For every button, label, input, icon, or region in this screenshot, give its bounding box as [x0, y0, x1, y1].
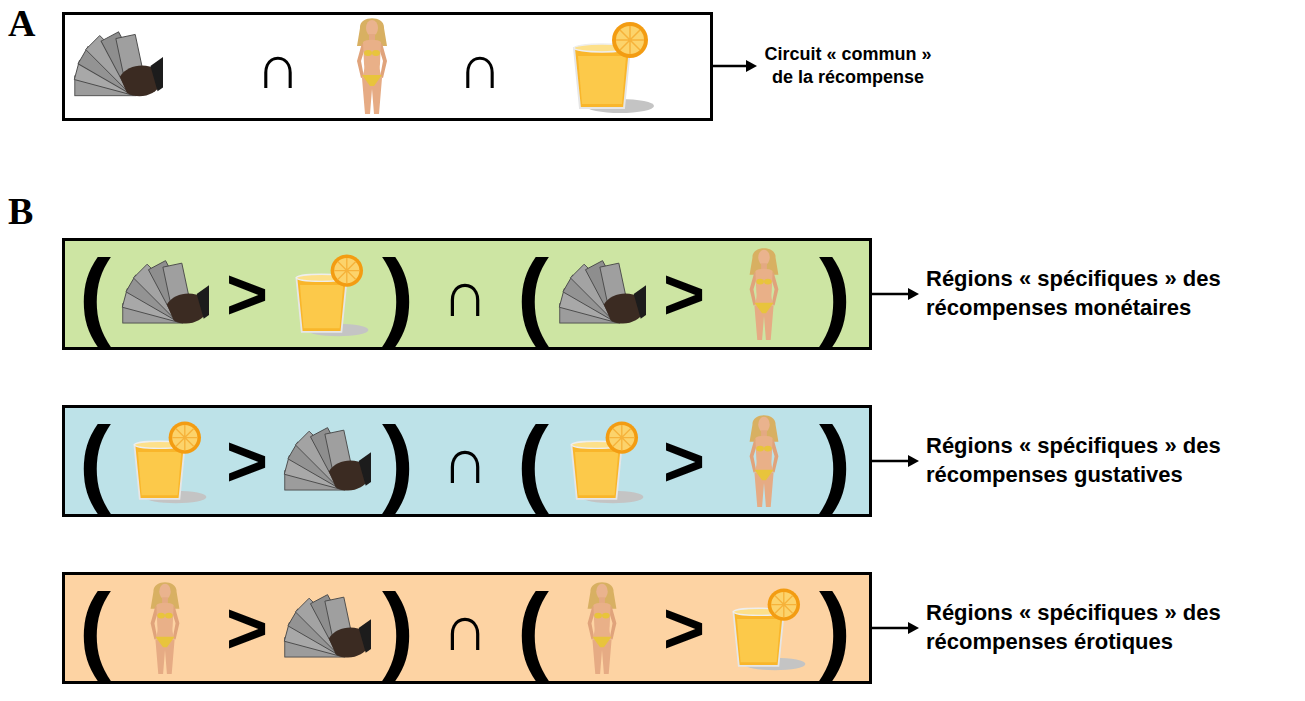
set-symbol: (: [517, 580, 549, 676]
set-symbol: >: [226, 258, 268, 330]
panel-letter: A: [8, 4, 35, 42]
box-ground: [62, 238, 872, 350]
erotic-contrast-band: ( >) ∩ ( >): [62, 572, 872, 684]
arrow-head: [746, 60, 757, 72]
juice-picture: [571, 421, 643, 503]
region-caption: Régions « spécifiques » des récompenses …: [926, 599, 1266, 656]
arrow-head: [908, 455, 919, 467]
juice-picture: [574, 22, 654, 113]
set-symbol: ∩: [442, 596, 488, 660]
set-symbol: ): [382, 413, 414, 509]
set-symbol: >: [226, 592, 268, 664]
set-symbol: (: [79, 413, 111, 509]
money-picture: [74, 32, 163, 96]
money-picture: [122, 261, 209, 324]
panel-letter: B: [8, 192, 33, 230]
arrow-line: [872, 293, 910, 296]
monetary-contrast-band: ( >) ∩ ( >): [62, 238, 872, 350]
region-caption: Circuit « commun » de la récompense: [754, 43, 942, 90]
arrow-head: [908, 288, 919, 300]
arrow-head: [908, 622, 919, 634]
erotic-picture: [588, 582, 617, 674]
set-symbol: (: [517, 246, 549, 342]
set-symbol: ∩: [256, 36, 301, 98]
money-picture: [284, 428, 371, 491]
region-caption: Régions « spécifiques » des récompenses …: [926, 265, 1266, 322]
box-ground: [62, 405, 872, 517]
money-picture: [284, 595, 371, 658]
juice-picture: [296, 254, 368, 336]
set-symbol: (: [79, 580, 111, 676]
region-caption: Régions « spécifiques » des récompenses …: [926, 432, 1266, 489]
set-symbol: (: [517, 413, 549, 509]
set-symbol: ∩: [442, 262, 488, 326]
set-symbol: ∩: [442, 429, 488, 493]
set-symbol: >: [226, 425, 268, 497]
arrow-line: [872, 460, 910, 463]
set-symbol: ): [819, 246, 851, 342]
money-picture: [559, 261, 646, 324]
erotic-picture: [750, 248, 779, 340]
gustatory-contrast-band: ( >) ∩ ( >): [62, 405, 872, 517]
set-symbol: (: [79, 246, 111, 342]
juice-picture: [733, 588, 805, 670]
set-symbol: >: [663, 592, 705, 664]
box-ground: [62, 12, 713, 121]
common-reward-box: ∩∩: [62, 12, 713, 121]
juice-picture: [134, 421, 206, 503]
set-symbol: >: [663, 425, 705, 497]
set-symbol: ): [382, 580, 414, 676]
arrow-line: [713, 65, 748, 68]
set-symbol: ∩: [458, 36, 503, 98]
set-symbol: ): [819, 413, 851, 509]
set-symbol: ): [382, 246, 414, 342]
erotic-picture: [357, 18, 387, 114]
erotic-picture: [750, 415, 779, 507]
arrow-line: [872, 627, 910, 630]
set-symbol: >: [663, 258, 705, 330]
box-ground: [62, 572, 872, 684]
erotic-picture: [151, 582, 180, 674]
set-symbol: ): [819, 580, 851, 676]
